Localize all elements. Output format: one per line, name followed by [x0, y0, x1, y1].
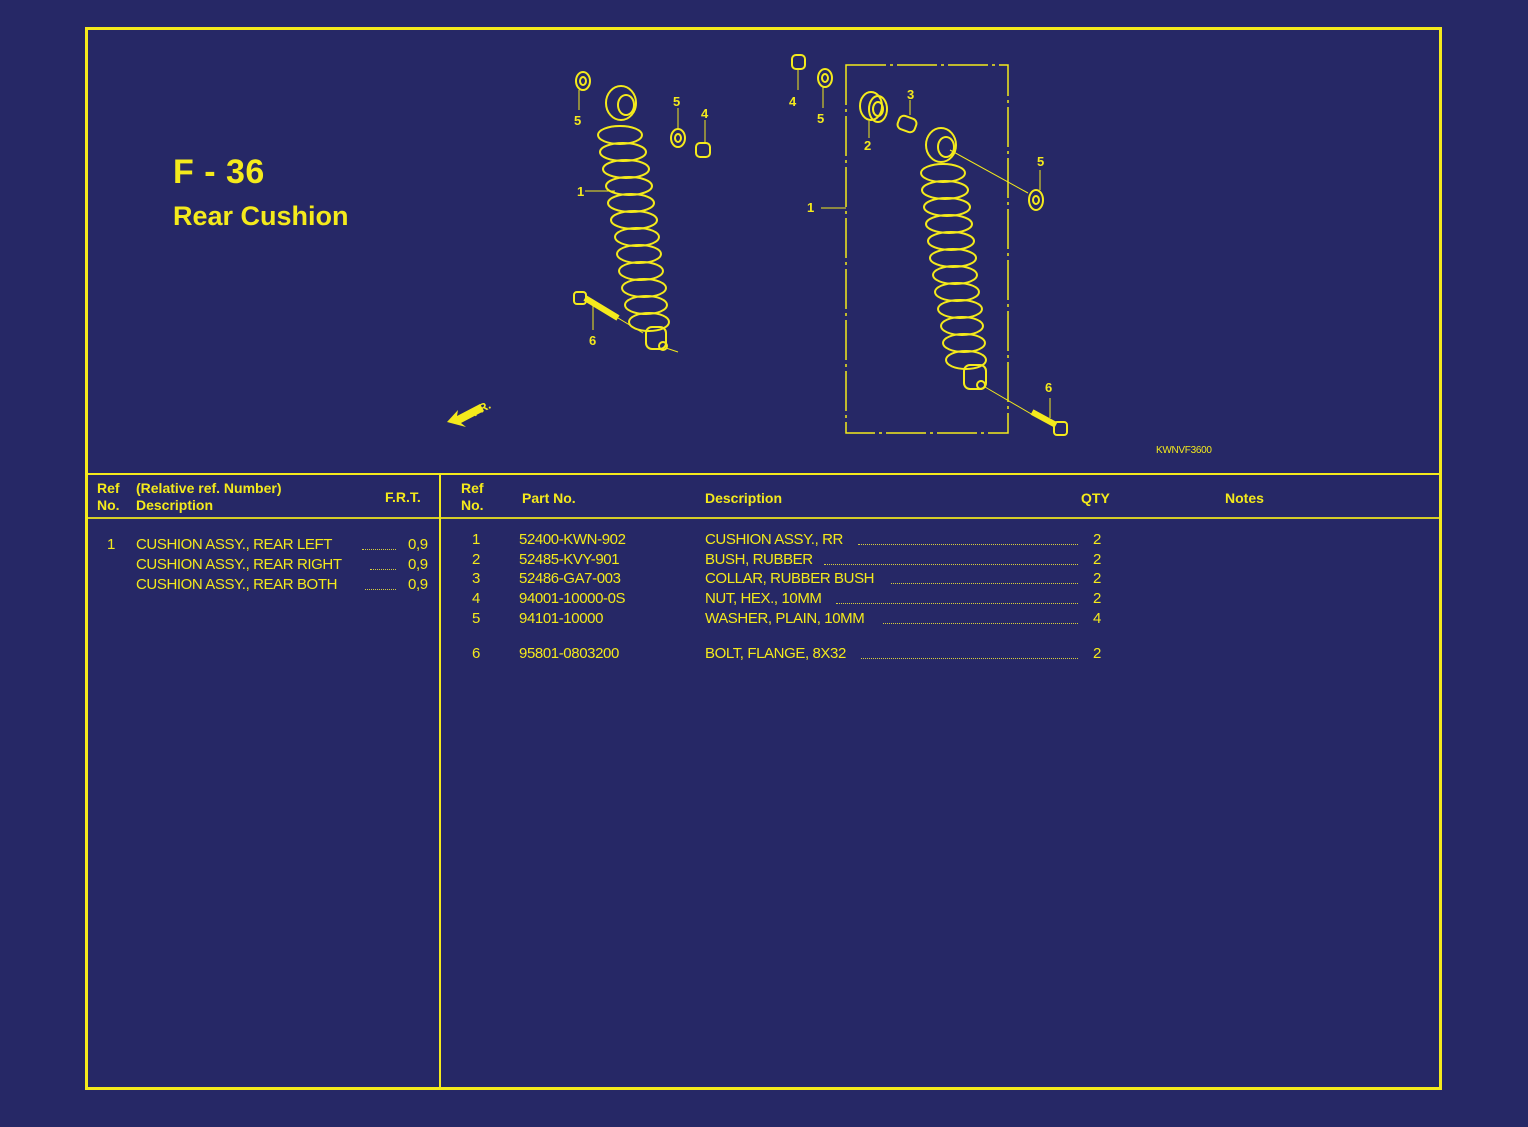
callout-4: 4 — [701, 106, 709, 121]
spring-left-icon — [597, 125, 670, 332]
column-divider — [439, 473, 441, 1087]
notes-header: Notes — [1225, 490, 1264, 506]
exploded-diagram: F - 36 Rear Cushion — [88, 30, 1439, 473]
callout-5: 5 — [1037, 154, 1044, 169]
bolt-icon — [573, 291, 587, 305]
nut-icon — [695, 142, 711, 158]
description-header: Description — [705, 490, 783, 506]
parts-sheet-frame: F - 36 Rear Cushion — [85, 27, 1442, 1090]
callout-5: 5 — [673, 94, 680, 109]
callout-4: 4 — [789, 94, 797, 109]
page-title: Rear Cushion — [173, 201, 349, 231]
callout-5: 5 — [574, 113, 581, 128]
front-direction-arrow-icon: FR. — [447, 398, 493, 427]
frt-header: F.R.T. — [385, 489, 421, 505]
callout-6: 6 — [589, 333, 596, 348]
callout-1: 1 — [577, 184, 584, 199]
header-divider — [88, 517, 1439, 519]
qty-header: QTY — [1081, 490, 1110, 506]
spring-right-icon — [920, 163, 987, 370]
callout-2: 2 — [864, 138, 871, 153]
callout-6: 6 — [1045, 380, 1052, 395]
divider — [88, 473, 1439, 475]
callout-1: 1 — [807, 200, 814, 215]
part-no-header: Part No. — [522, 490, 576, 506]
callout-3: 3 — [907, 87, 914, 102]
rear-cushion-illustration: 5 5 4 1 6 4 5 2 3 5 1 6 FR. — [447, 54, 1068, 436]
page-code: F - 36 — [173, 153, 265, 191]
diagram-id: KWNVF3600 — [1156, 445, 1212, 456]
callout-5: 5 — [817, 111, 824, 126]
washer-icon — [575, 71, 591, 91]
frt-description-header: (Relative ref. Number)Description — [136, 480, 282, 513]
